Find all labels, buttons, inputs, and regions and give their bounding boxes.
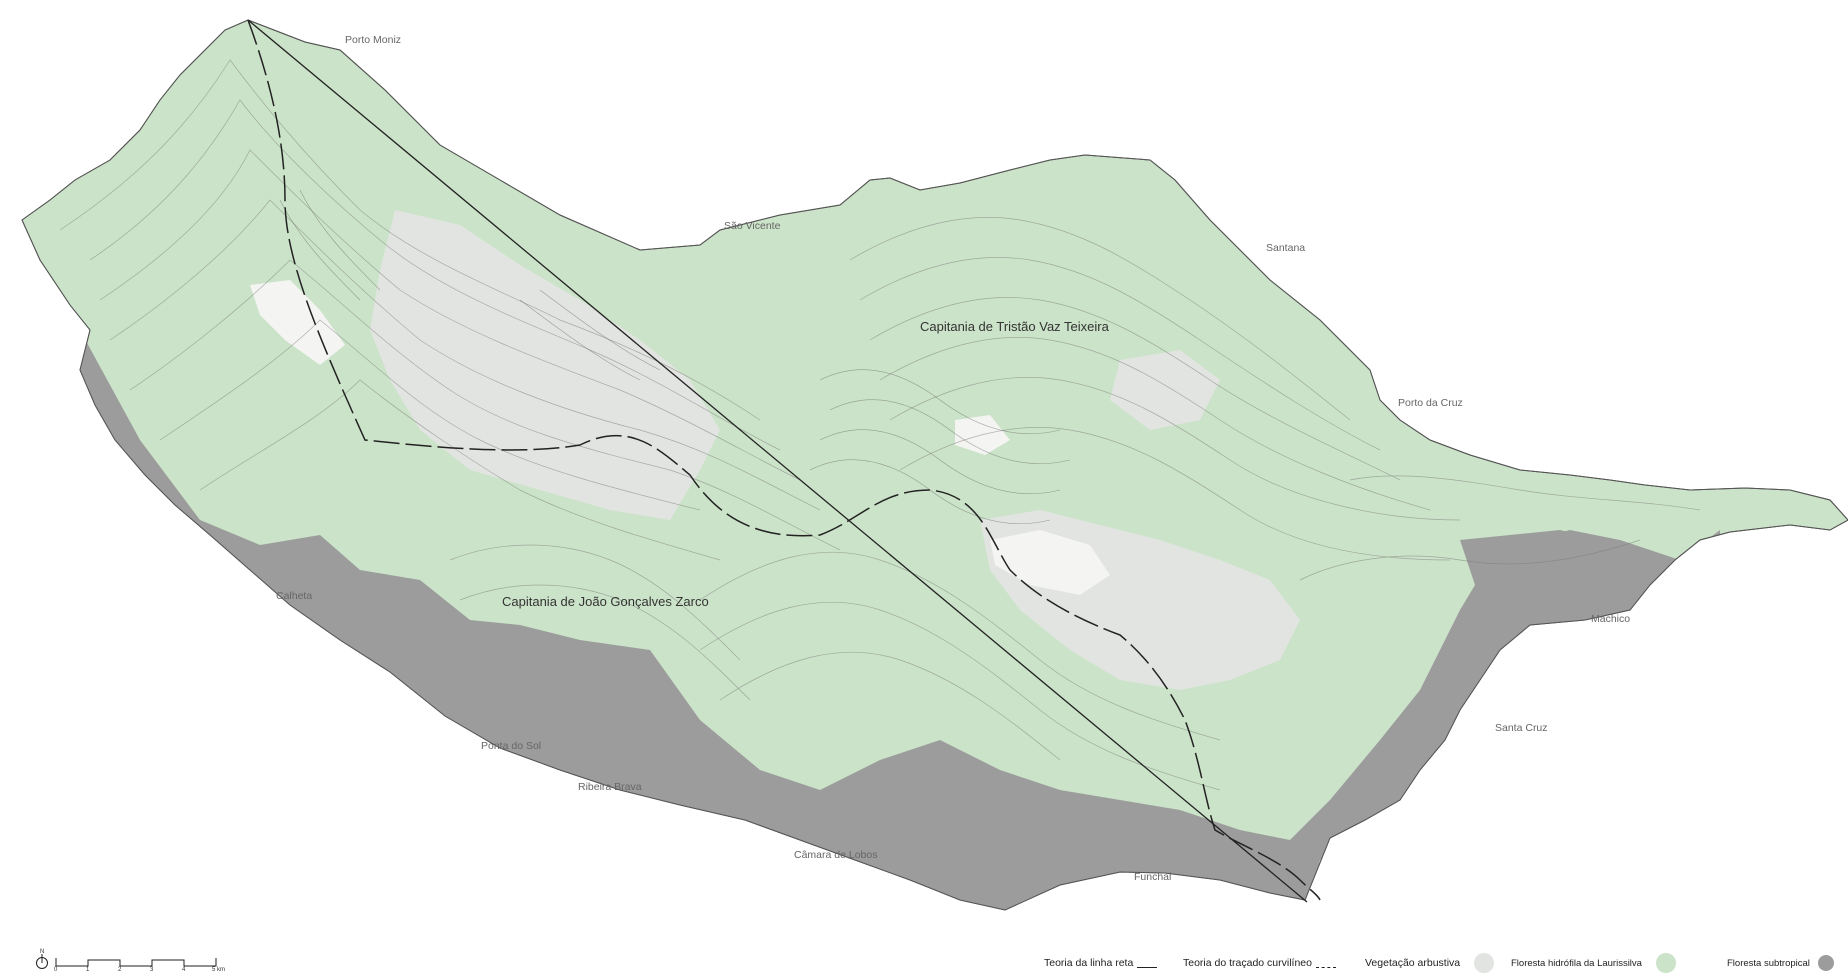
curvilinear-theory-line — [247, 19, 1321, 901]
shrub-zone-west — [370, 210, 720, 520]
scale-tick-5: 5 km — [212, 967, 226, 973]
legend-shrub-label: Vegetação arbustiva — [1365, 957, 1461, 969]
place-porto-da-cruz: Porto da Cruz — [1398, 397, 1463, 409]
region-joao-goncalves-zarco: Capitania de João Gonçalves Zarco — [502, 594, 709, 609]
place-santana: Santana — [1266, 242, 1305, 254]
legend-subtropical: Floresta subtropical — [1727, 953, 1834, 973]
straight-line-theory — [247, 19, 1308, 903]
legend-laurisilva-label: Floresta hidrófila da Laurissilva — [1511, 957, 1642, 969]
legend-straight-line-label: Teoria da linha reta — [1044, 957, 1134, 969]
place-camara-de-lobos: Câmara de Lobos — [794, 849, 877, 861]
place-funchal: Funchal — [1134, 871, 1171, 883]
place-porto-moniz: Porto Moniz — [345, 34, 401, 46]
legend-curvilinear-swatch — [1316, 966, 1336, 968]
legend-subtropical-swatch — [1817, 955, 1834, 971]
place-santa-cruz: Santa Cruz — [1495, 722, 1548, 734]
scale-tick-3: 3 — [150, 967, 154, 973]
place-ponta-do-sol: Ponta do Sol — [481, 740, 541, 752]
legend-straight-line-swatch — [1137, 966, 1158, 968]
legend-straight-line: Teoria da linha reta — [1044, 953, 1158, 973]
north-label: N — [40, 949, 45, 955]
legend-laurisilva: Floresta hidrófila da Laurissilva — [1511, 953, 1676, 973]
legend-curvilinear: Teoria do traçado curvilíneo — [1183, 953, 1336, 973]
legend-curvilinear-label: Teoria do traçado curvilíneo — [1183, 957, 1312, 969]
place-calheta: Calheta — [276, 590, 312, 602]
legend-shrub: Vegetação arbustiva — [1365, 953, 1495, 973]
scale-tick-0: 0 — [54, 967, 58, 973]
legend-shrub-swatch — [1474, 953, 1495, 973]
scale-tick-1: 1 — [86, 967, 90, 973]
scale-tick-2: 2 — [118, 967, 122, 973]
place-sao-vicente: São Vicente — [724, 220, 781, 232]
scale-tick-4: 4 — [182, 967, 186, 973]
legend-subtropical-label: Floresta subtropical — [1727, 957, 1810, 969]
place-machico: Machico — [1591, 613, 1630, 625]
region-tristao-vaz-teixeira: Capitania de Tristão Vaz Teixeira — [920, 319, 1110, 334]
scale-bar: N 0 1 2 3 4 5 km — [34, 949, 234, 974]
legend-laurisilva-swatch — [1655, 953, 1676, 973]
place-ribeira-brava: Ribeira Brava — [578, 781, 642, 793]
